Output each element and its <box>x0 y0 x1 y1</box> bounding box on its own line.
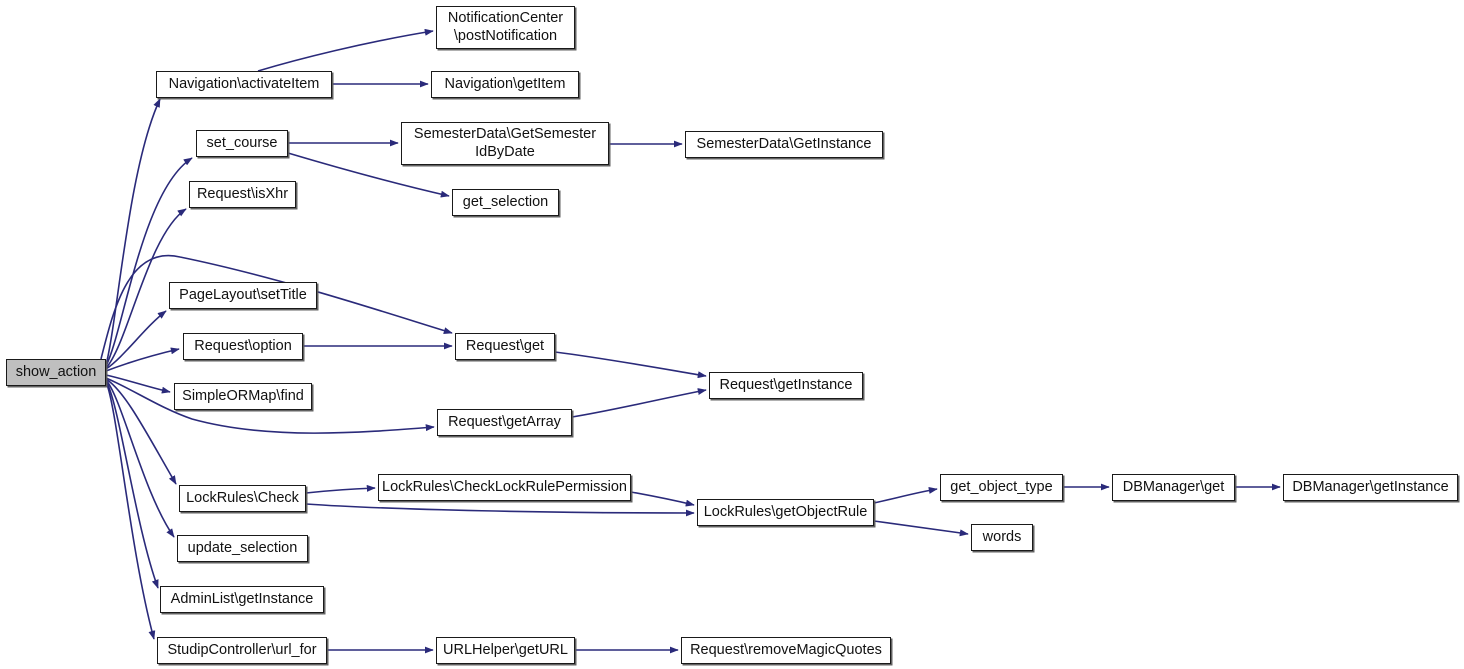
graph-node-label-request_getarray: Request\getArray <box>448 413 561 430</box>
graph-node-request_getinstance[interactable]: Request\getInstance <box>709 372 863 399</box>
graph-node-label-simpleormap_find: SimpleORMap\find <box>182 387 304 404</box>
graph-node-request_option[interactable]: Request\option <box>183 333 303 360</box>
graph-node-lockrules_check[interactable]: LockRules\Check <box>179 485 306 512</box>
graph-node-request_removemagicquotes[interactable]: Request\removeMagicQuotes <box>681 637 891 664</box>
graph-node-label-get_selection: get_selection <box>462 193 549 210</box>
graph-node-request_get[interactable]: Request\get <box>455 333 555 360</box>
graph-node-label-semesterdata_getinstance: SemesterData\GetInstance <box>696 135 872 152</box>
graph-node-label-request_get: Request\get <box>465 337 545 354</box>
graph-node-label-pagelayout_settitle: PageLayout\setTitle <box>179 286 307 303</box>
graph-node-semesterdata_getinstance[interactable]: SemesterData\GetInstance <box>685 131 883 158</box>
graph-node-label-lockrules_checklockrulepermission: LockRules\CheckLockRulePermission <box>382 478 627 495</box>
graph-node-urlhelper_geturl[interactable]: URLHelper\getURL <box>436 637 575 664</box>
graph-node-nav_activateitem[interactable]: Navigation\activateItem <box>156 71 332 98</box>
graph-node-label-dbmanager_get: DBManager\get <box>1122 478 1225 495</box>
graph-node-label-lockrules_getobjectrule: LockRules\getObjectRule <box>703 503 868 520</box>
graph-node-update_selection[interactable]: update_selection <box>177 535 308 562</box>
graph-node-label-urlhelper_geturl: URLHelper\getURL <box>443 641 568 658</box>
graph-node-label-lockrules_check: LockRules\Check <box>186 489 299 506</box>
graph-node-label-request_removemagicquotes: Request\removeMagicQuotes <box>690 641 882 658</box>
graph-node-get_object_type[interactable]: get_object_type <box>940 474 1063 501</box>
graph-node-request_getarray[interactable]: Request\getArray <box>437 409 572 436</box>
graph-node-nav_getitem[interactable]: Navigation\getItem <box>431 71 579 98</box>
graph-node-show_action[interactable]: show_action <box>6 359 106 386</box>
graph-node-adminlist_getinstance[interactable]: AdminList\getInstance <box>160 586 324 613</box>
graph-node-words[interactable]: words <box>971 524 1033 551</box>
graph-node-studipcontroller_url_for[interactable]: StudipController\url_for <box>157 637 327 664</box>
graph-node-label-adminlist_getinstance: AdminList\getInstance <box>170 590 314 607</box>
graph-node-dbmanager_get[interactable]: DBManager\get <box>1112 474 1235 501</box>
graph-node-label-semesterdata_getsemesteridbydate: SemesterData\GetSemester IdByDate <box>413 126 597 160</box>
graph-node-label-set_course: set_course <box>206 134 278 151</box>
graph-node-label-show_action: show_action <box>15 363 97 380</box>
graph-node-dbmanager_getinstance[interactable]: DBManager\getInstance <box>1283 474 1458 501</box>
graph-node-label-notificationcenter_postnotification: NotificationCenter \postNotification <box>447 10 564 44</box>
graph-node-lockrules_checklockrulepermission[interactable]: LockRules\CheckLockRulePermission <box>378 474 631 501</box>
graph-node-label-request_isxhr: Request\isXhr <box>196 185 289 202</box>
graph-node-semesterdata_getsemesteridbydate[interactable]: SemesterData\GetSemester IdByDate <box>401 122 609 165</box>
graph-node-get_selection[interactable]: get_selection <box>452 189 559 216</box>
graph-node-label-words: words <box>982 528 1022 545</box>
graph-node-pagelayout_settitle[interactable]: PageLayout\setTitle <box>169 282 317 309</box>
graph-node-label-update_selection: update_selection <box>187 539 298 556</box>
graph-node-lockrules_getobjectrule[interactable]: LockRules\getObjectRule <box>697 499 874 526</box>
graph-node-label-get_object_type: get_object_type <box>950 478 1053 495</box>
graph-node-label-request_getinstance: Request\getInstance <box>719 376 853 393</box>
graph-node-label-nav_getitem: Navigation\getItem <box>444 75 566 92</box>
graph-node-notificationcenter_postnotification[interactable]: NotificationCenter \postNotification <box>436 6 575 49</box>
graph-node-simpleormap_find[interactable]: SimpleORMap\find <box>174 383 312 410</box>
graph-node-label-request_option: Request\option <box>194 337 292 354</box>
graph-node-label-dbmanager_getinstance: DBManager\getInstance <box>1292 478 1449 495</box>
graph-node-request_isxhr[interactable]: Request\isXhr <box>189 181 296 208</box>
graph-node-set_course[interactable]: set_course <box>196 130 288 157</box>
graph-node-label-studipcontroller_url_for: StudipController\url_for <box>167 641 317 658</box>
graph-node-label-nav_activateitem: Navigation\activateItem <box>168 75 320 92</box>
